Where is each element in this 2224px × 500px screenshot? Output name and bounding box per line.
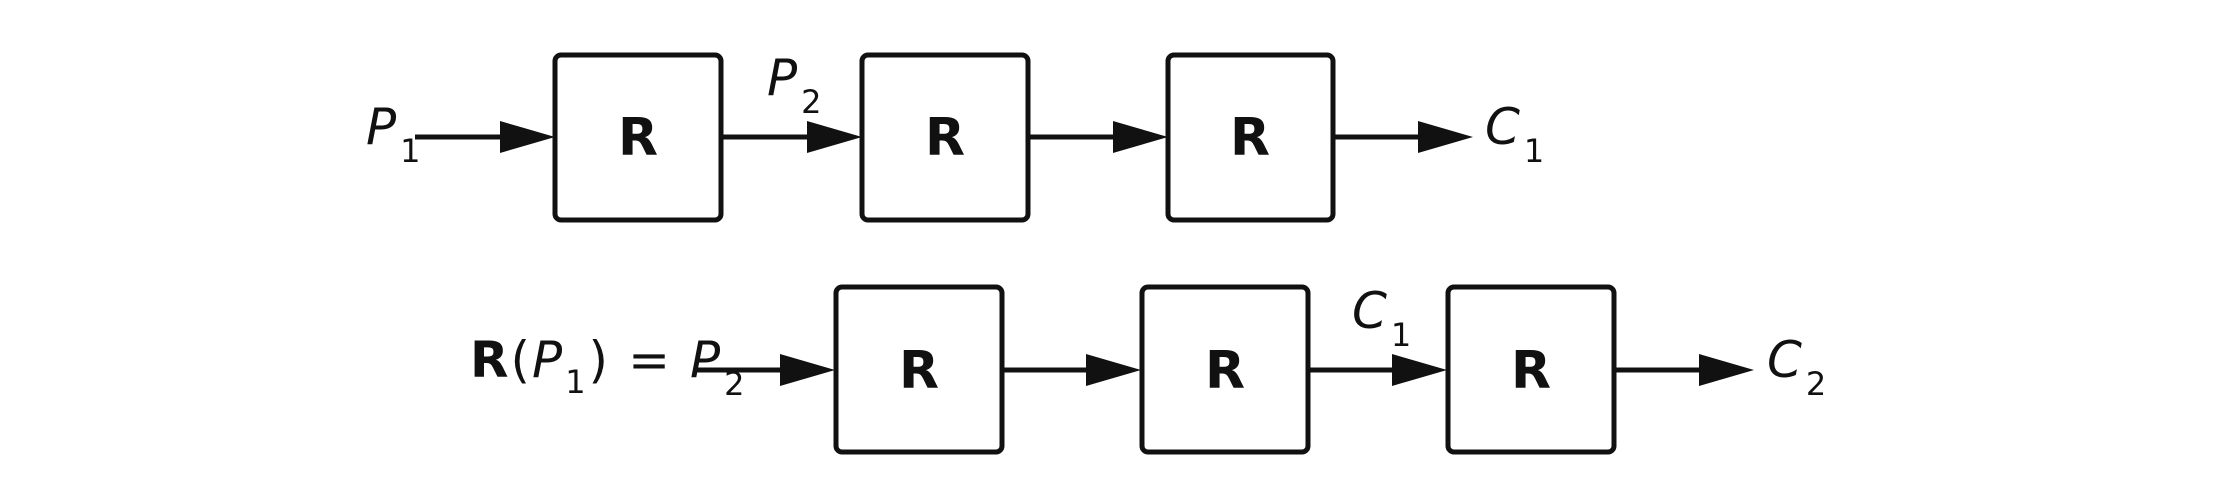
- row2-r-box-2-label: R: [1205, 341, 1245, 401]
- row1-r-box-3-label: R: [1230, 108, 1270, 168]
- row2-arrow-4: [1614, 354, 1754, 386]
- row2-r-box-3-label: R: [1511, 341, 1551, 401]
- row1-r-box-2-label: R: [925, 108, 965, 168]
- row1-arrow-1: [415, 121, 555, 153]
- row2-r-box-3: R: [1445, 284, 1617, 455]
- row2-r-box-1-label: R: [899, 341, 939, 401]
- row1-arrow-3: [1028, 121, 1168, 153]
- row2-arrow-2: [1002, 354, 1141, 386]
- row1-r-box-1-label: R: [618, 108, 658, 168]
- row1-r-box-1: R: [552, 52, 724, 223]
- row2-arrow-3: [1308, 354, 1447, 386]
- row2-r-box-1: R: [833, 284, 1005, 455]
- row2-r-box-2: R: [1139, 284, 1311, 455]
- row1-r-box-3: R: [1165, 52, 1336, 223]
- row2-arrow-1: [697, 354, 835, 386]
- row1-arrow-4: [1333, 121, 1473, 153]
- row1-r-box-2: R: [859, 52, 1031, 223]
- row1-arrow-2: [721, 121, 862, 153]
